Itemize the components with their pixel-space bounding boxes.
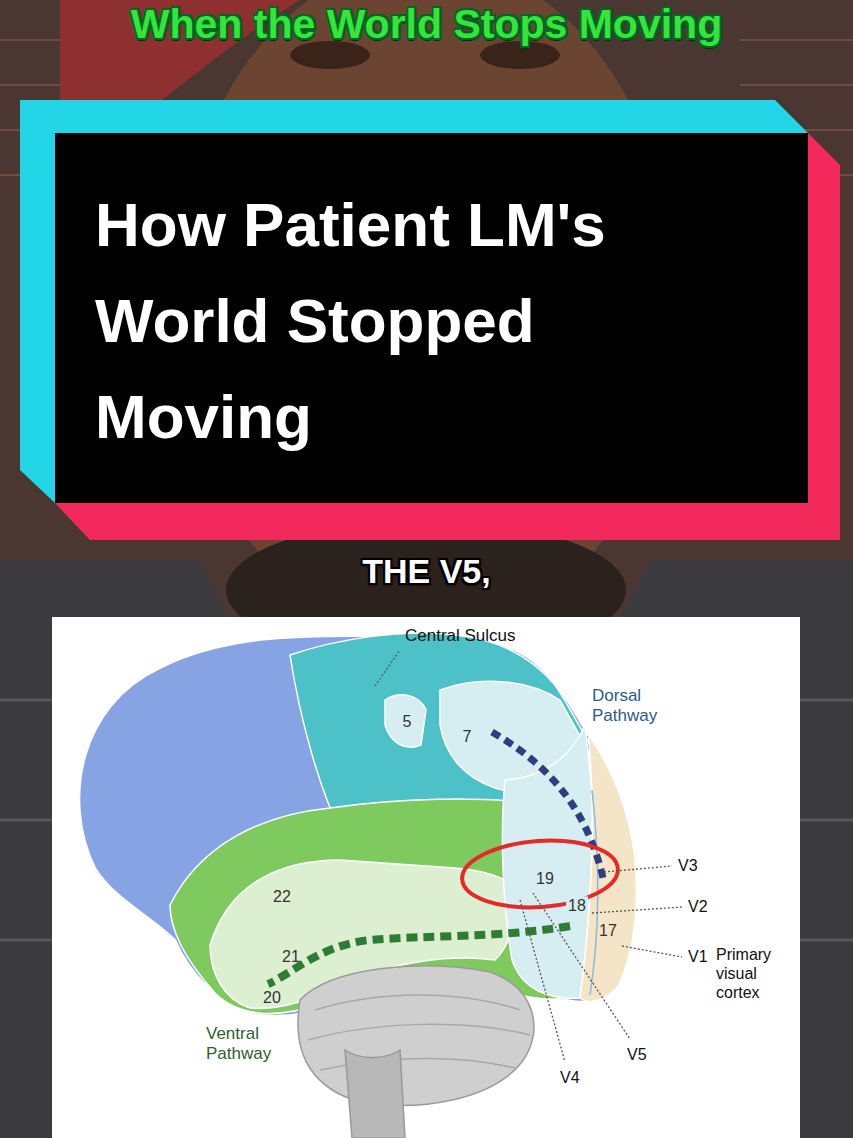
brainstem: [345, 1050, 405, 1138]
area-number: 7: [463, 727, 472, 746]
title-text: How Patient LM's World Stopped Moving: [95, 177, 715, 465]
pathway-label: Ventral Pathway: [206, 1024, 286, 1065]
video-heading: When the World Stops Moving: [0, 2, 853, 47]
brick-line: [740, 84, 853, 86]
highlight-ellipse: [460, 836, 620, 913]
area-label: V3: [678, 856, 698, 875]
leader-line: [375, 650, 400, 686]
plaid-line: [0, 819, 52, 822]
brain-regions: [170, 633, 639, 1013]
dorsal-pathway-line: [492, 732, 603, 878]
area-number: 20: [263, 988, 281, 1007]
plaid-line: [800, 819, 853, 822]
diagram-panel: [52, 617, 800, 1138]
leader-line: [592, 907, 682, 913]
subtitle-caption: THE V5,: [0, 551, 853, 592]
leader-line: [604, 866, 672, 872]
area-label: V5: [627, 1045, 647, 1064]
area-label: V2: [688, 897, 708, 916]
cyan-frame: [20, 100, 808, 503]
area-label: V1: [688, 947, 708, 966]
brick-line: [740, 39, 853, 41]
leader-lines: [375, 650, 682, 1062]
cerebellum: [298, 966, 534, 1106]
area-5-region: [385, 695, 426, 747]
area-number: 18: [566, 896, 588, 915]
area-label: V4: [560, 1068, 580, 1087]
extrastriate-band: [502, 725, 592, 998]
ventral-pathway-line: [268, 926, 570, 984]
area-number: 17: [599, 921, 617, 940]
leader-line: [520, 900, 565, 1062]
leader-line: [533, 893, 630, 1039]
plaid-line: [0, 699, 52, 702]
plaid-line: [0, 939, 52, 942]
title-box: How Patient LM's World Stopped Moving: [55, 133, 808, 503]
leader-line: [622, 946, 682, 957]
cerebellum-fold: [315, 995, 520, 1010]
plaid-line: [800, 939, 853, 942]
area-number: 19: [536, 869, 554, 888]
plaid-line: [800, 699, 853, 702]
area-description: Primary visual cortex: [716, 945, 786, 1003]
cerebellum-fold: [308, 1024, 530, 1040]
area-number: 22: [273, 887, 291, 906]
occipital-lobe: [580, 725, 639, 1002]
pathway-label: Dorsal Pathway: [592, 686, 672, 727]
area-number: 21: [282, 947, 300, 966]
brain-illustration: [79, 633, 682, 1138]
part-label: Central Sulcus: [405, 626, 516, 646]
frontal-lobe: [79, 634, 635, 1016]
red-frame: [55, 133, 840, 540]
area-number: 5: [403, 712, 412, 731]
